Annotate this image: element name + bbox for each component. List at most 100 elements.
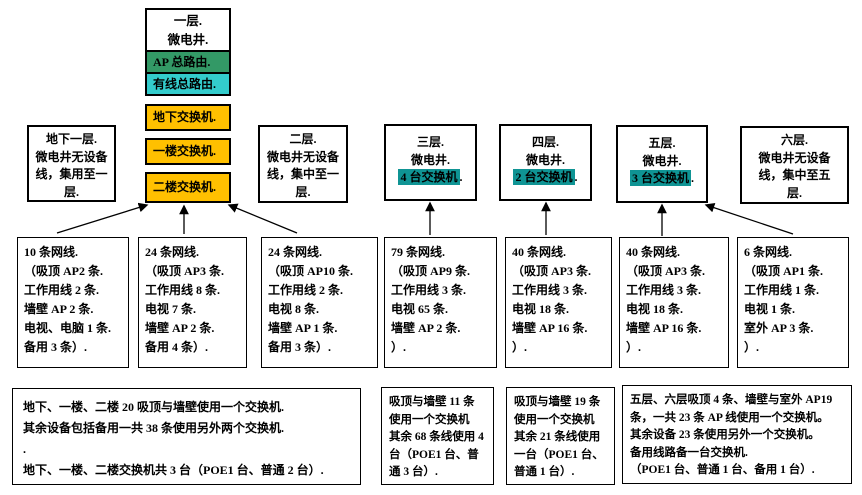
cable-box-floor2: 24 条网线.（吸顶 AP10 条.工作用线 2 条.电视 8 条.墙壁 AP … (261, 237, 378, 368)
text-line: 10 条网线. (24, 245, 79, 259)
text-line: 二层. (289, 132, 317, 146)
cable-box-floor4: 40 条网线.（吸顶 AP3 条.工作用线 3 条.电视 18 条.墙壁 AP … (505, 237, 612, 368)
text-line: （吸顶 AP3 条. (512, 264, 591, 278)
text-line: 微电井无设备 (758, 150, 831, 165)
text-line: 使用一个交换机 (514, 413, 595, 426)
text-line: 线，集中至一 (266, 167, 339, 181)
text-line: 电视 8 条. (268, 302, 320, 316)
floor5-paragraph-mark: . (691, 171, 694, 185)
text-line: 地下、一楼、二楼交换机共 3 台（POE1 台、普通 2 台）. (23, 463, 324, 477)
floor4-subtitle: 微电井. (525, 152, 565, 167)
floor5-title: 五层. (648, 136, 676, 150)
cable-box-floor6: 6 条网线.（吸顶 AP1 条.工作用线 1 条.电视 1 条.室外 AP 3 … (737, 237, 849, 368)
text-line: 工作用线 3 条. (391, 283, 467, 297)
text-line: 备用 4 条）. (145, 340, 209, 354)
text-line: 工作用线 1 条. (744, 283, 820, 297)
text-line: 墙壁 AP 2 条. (145, 321, 215, 335)
summary-box-upper-floors: 五层、六层吸顶 4 条、墙壁与室外 AP19 条，一共 23 条 AP 线使用一个… (622, 385, 852, 484)
floor1-riser-stack: 一层. 微电井. AP 总路由. 有线总路由. 地下交换机. 一楼交换机. 二楼… (145, 8, 231, 203)
text-line: 微电井无设备 (35, 149, 108, 164)
floor4-switch-count-highlight: 2 台交换机 (513, 169, 575, 185)
text-line: 六层. (780, 133, 808, 147)
text-line: ）. (626, 340, 642, 354)
text-line: 电视 7 条. (145, 302, 197, 316)
text-line: ）. (391, 340, 407, 354)
text-line: 备用 3 条）. (24, 340, 88, 354)
text-line: 墙壁 AP 1 条. (268, 321, 338, 335)
text-line: （吸顶 AP9 条. (391, 264, 470, 278)
summary-box-lower-floors: 地下、一楼、二楼 20 吸顶与墙壁使用一个交换机. 其余设备包括备用一共 38 条… (12, 388, 361, 485)
floor4-box: 四层. 微电井. 2 台交换机. (499, 124, 592, 201)
text-line: . (23, 442, 26, 456)
text-line: 普通 1 台）. (514, 466, 575, 478)
text-line: 电视、电脑 1 条. (24, 321, 112, 335)
cable-box-basement: 10 条网线.（吸顶 AP2 条.工作用线 2 条.墙壁 AP 2 条.电视、电… (17, 237, 129, 368)
text-line: （吸顶 AP3 条. (626, 264, 705, 278)
text-line: 地下一层. (45, 132, 97, 146)
text-line: ）. (744, 340, 760, 354)
cable-box-floor5: 40 条网线.（吸顶 AP3 条.工作用线 3 条.电视 18 条.墙壁 AP … (619, 237, 729, 368)
floor4-title: 四层. (531, 135, 559, 149)
stack-cell-basement-switch: 地下交换机. (145, 104, 231, 131)
floor2-box: 二层. 微电井无设备线，集中至一层. (258, 125, 348, 203)
floor5-switch-count-highlight: 3 台交换机 (629, 170, 691, 186)
text-line: 其余 21 条线使用 (514, 431, 601, 443)
text-line: 层. (63, 184, 79, 199)
text-line: 24 条网线. (145, 245, 200, 259)
text-line: 工作用线 2 条. (24, 283, 100, 297)
text-line: 一台（POE1 台、 (514, 448, 604, 461)
stack-title-line2: 微电井. (167, 33, 209, 47)
text-line: 工作用线 3 条. (626, 283, 702, 297)
stack-cell-ap-main-router: AP 总路由. (145, 50, 231, 74)
text-line: 6 条网线. (744, 245, 793, 259)
text-line: 线，集用至一 (35, 167, 108, 181)
text-line: 微电井无设备 (266, 149, 339, 164)
text-line: 吸顶与墙壁 19 条 (514, 396, 601, 408)
text-line: 层. (295, 184, 311, 199)
text-line: 室外 AP 3 条. (744, 321, 814, 335)
text-line: 24 条网线. (268, 245, 323, 259)
text-line: （POE1 台、普通 1 台、备用 1 台）. (630, 464, 815, 476)
floor3-title: 三层. (416, 135, 444, 149)
arrow-cable3-to-stack (227, 203, 298, 234)
floor4-switch-count: 2 台交换机. (501, 169, 590, 187)
text-line: 使用一个交换机 (389, 413, 470, 426)
text-line: 条，一共 23 条 AP 线使用一个交换机。 (630, 411, 829, 424)
summary-box-floor4: 吸顶与墙壁 19 条使用一个交换机其余 21 条线使用一台（POE1 台、普通 … (506, 387, 615, 485)
text-line: 工作用线 8 条. (145, 283, 221, 297)
text-line: 墙壁 AP 2 条. (391, 321, 461, 335)
floor3-subtitle: 微电井. (410, 152, 450, 167)
floor-basement-box: 地下一层. 微电井无设备线，集用至一层. (27, 125, 116, 202)
text-line: 40 条网线. (626, 245, 681, 259)
text-line: 墙壁 AP 2 条. (24, 302, 94, 316)
floor6-box: 六层.微电井无设备线，集中至五层. (740, 126, 849, 204)
floor5-subtitle: 微电井. (642, 153, 682, 168)
floor3-paragraph-mark: . (459, 170, 463, 184)
text-line: （吸顶 AP10 条. (268, 264, 353, 278)
text-line: 台（POE1 台、普 (389, 448, 479, 461)
text-line: 层. (786, 185, 802, 200)
stack-header-floor1: 一层. 微电井. (145, 8, 231, 52)
text-line: 墙壁 AP 16 条. (512, 321, 588, 335)
stack-cell-wired-main-router: 有线总路由. (145, 72, 231, 96)
text-line: （吸顶 AP1 条. (744, 264, 823, 278)
text-line: 吸顶与墙壁 11 条 (389, 396, 475, 408)
cable-box-floor1: 24 条网线. （吸顶 AP3 条. 工作用线 8 条. 电视 7 条. 墙壁 AP 2… (138, 237, 247, 368)
floor5-switch-count: 3 台交换机. (618, 170, 706, 188)
floor3-box: 三层. 微电井. 4 台交换机. (384, 124, 477, 201)
text-line: 电视 65 条. (391, 302, 449, 316)
text-line: 备用线路备一台交换机. (630, 446, 748, 459)
text-line: 其余设备包括备用一共 38 条使用另外两个交换机. (23, 421, 285, 435)
text-line: （吸顶 AP3 条. (145, 264, 224, 278)
floor5-box: 五层. 微电井. 3 台交换机. (616, 125, 708, 203)
text-line: 墙壁 AP 16 条. (626, 321, 702, 335)
stack-cell-floor1-switch: 一楼交换机. (145, 138, 231, 165)
text-line: 五层、六层吸顶 4 条、墙壁与室外 AP19 (630, 394, 833, 406)
text-line: 地下、一楼、二楼 20 吸顶与墙壁使用一个交换机. (23, 400, 285, 414)
text-line: 备用 3 条）. (268, 340, 332, 354)
text-line: ）. (512, 340, 528, 354)
floor3-switch-count: 4 台交换机. (386, 169, 475, 187)
